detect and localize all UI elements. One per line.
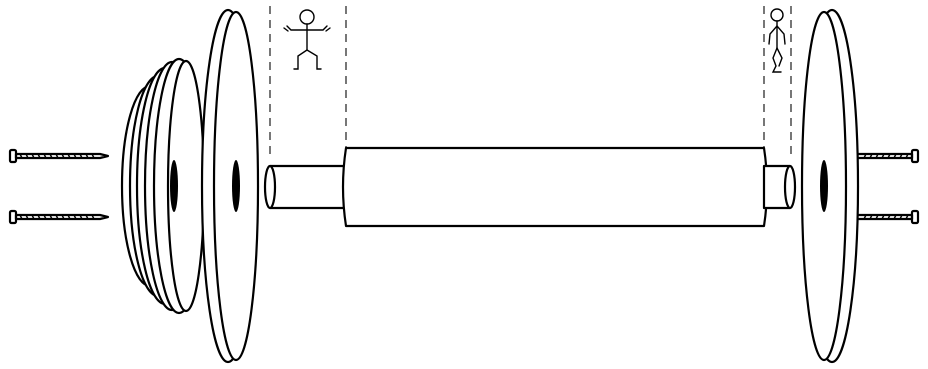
disc-right-center-hole (820, 160, 828, 212)
screw-left-bottom (8, 209, 110, 225)
axle-stub-left (265, 164, 348, 210)
person-arms-down-icon (768, 8, 786, 73)
disc-left-center-hole (232, 160, 240, 212)
hub-center-hole (170, 160, 178, 212)
flat-disc-right (800, 8, 860, 364)
stepped-hub-disc (120, 57, 206, 315)
tube-body (341, 146, 769, 228)
person-arms-out-icon (283, 9, 331, 70)
flat-disc-left (200, 8, 260, 364)
screw-left-top (8, 148, 110, 164)
roller-tube (263, 146, 797, 228)
